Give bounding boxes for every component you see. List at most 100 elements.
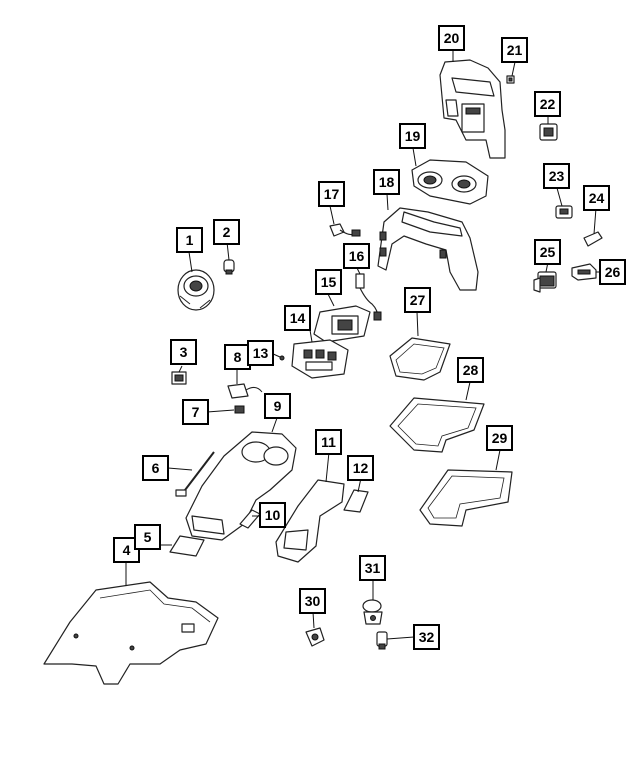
callout-16: 16 — [343, 243, 370, 269]
callout-number: 13 — [253, 345, 269, 361]
callout-number: 25 — [540, 244, 556, 260]
callout-box — [543, 163, 570, 189]
callout-20: 20 — [438, 25, 465, 51]
callout-number: 17 — [324, 186, 340, 202]
callout-10: 10 — [259, 502, 286, 528]
callout-number: 29 — [492, 430, 508, 446]
callout-number: 30 — [305, 593, 321, 609]
part-11-armrest — [275, 479, 345, 563]
callout-22: 22 — [534, 91, 561, 117]
callout-box — [315, 429, 342, 455]
callout-box — [373, 169, 400, 195]
callout-number: 24 — [589, 190, 605, 206]
callout-number: 22 — [540, 96, 556, 112]
callout-32: 32 — [413, 624, 440, 650]
part-28-mat — [389, 397, 485, 453]
part-21-clip — [506, 75, 515, 84]
callout-24: 24 — [583, 185, 610, 211]
callout-number: 15 — [321, 274, 337, 290]
callout-box — [182, 399, 209, 425]
callout-number: 2 — [223, 224, 231, 240]
callout-26: 26 — [599, 259, 626, 285]
callout-box — [583, 185, 610, 211]
callout-box — [264, 393, 291, 419]
callout-number: 6 — [152, 460, 160, 476]
callout-number: 16 — [349, 248, 365, 264]
callout-1: 1 — [176, 227, 203, 253]
callout-8: 8 — [224, 344, 251, 370]
part-5-pad — [169, 535, 205, 557]
callout-number: 31 — [365, 560, 381, 576]
callout-11: 11 — [315, 429, 342, 455]
callout-number: 7 — [192, 404, 200, 420]
part-32-plug — [376, 631, 388, 650]
callout-21: 21 — [501, 37, 528, 63]
callout-27: 27 — [404, 287, 431, 313]
callout-box — [176, 227, 203, 253]
part-23-connector — [555, 205, 573, 219]
part-2-bulb — [223, 259, 235, 275]
part-1-cup-insert — [177, 269, 215, 311]
callout-29: 29 — [486, 425, 513, 451]
callout-box — [534, 239, 561, 265]
callout-box — [399, 123, 426, 149]
part-24-plug — [583, 231, 603, 247]
callout-number: 19 — [405, 128, 421, 144]
callout-box — [343, 243, 370, 269]
callout-number: 9 — [274, 398, 282, 414]
part-4-carpet — [43, 581, 219, 685]
callout-box — [299, 588, 326, 614]
callout-box — [347, 455, 374, 481]
callout-box — [170, 339, 197, 365]
callout-box — [134, 524, 161, 550]
callout-number: 5 — [144, 529, 152, 545]
callout-box — [486, 425, 513, 451]
callout-box — [413, 624, 440, 650]
part-25-switch — [533, 271, 557, 293]
callout-number: 11 — [321, 434, 336, 450]
leader-lines — [125, 50, 601, 640]
part-8-connector — [227, 383, 263, 399]
callout-number: 27 — [410, 292, 426, 308]
callout-2: 2 — [213, 219, 240, 245]
callout-box — [284, 305, 311, 331]
part-22-switch — [539, 123, 558, 141]
callout-18: 18 — [373, 169, 400, 195]
callout-box — [142, 455, 169, 481]
callout-box — [457, 357, 484, 383]
part-19-bezel — [411, 159, 489, 205]
callout-number: 18 — [379, 174, 395, 190]
part-18-housing — [377, 207, 479, 291]
callout-12: 12 — [347, 455, 374, 481]
callout-3: 3 — [170, 339, 197, 365]
part-7-clip — [234, 405, 245, 414]
callout-number: 4 — [123, 542, 131, 558]
callout-box — [404, 287, 431, 313]
callout-30: 30 — [299, 588, 326, 614]
part-6-strap — [175, 451, 215, 497]
callout-number: 28 — [463, 362, 479, 378]
part-9-console-body — [185, 431, 297, 541]
callout-9: 9 — [264, 393, 291, 419]
callout-25: 25 — [534, 239, 561, 265]
part-16-wire — [355, 273, 382, 321]
callout-box — [534, 91, 561, 117]
callout-number: 10 — [265, 507, 281, 523]
callout-number: 26 — [605, 264, 621, 280]
callout-box — [213, 219, 240, 245]
callout-14: 14 — [284, 305, 311, 331]
callout-number: 1 — [186, 232, 194, 248]
callout-number: 12 — [353, 460, 369, 476]
callout-28: 28 — [457, 357, 484, 383]
callout-box — [359, 555, 386, 581]
callout-box — [438, 25, 465, 51]
part-17-harness — [329, 223, 361, 237]
callout-number: 8 — [234, 349, 242, 365]
callout-number: 20 — [444, 30, 460, 46]
part-31-fastener — [362, 599, 383, 625]
callout-5: 5 — [134, 524, 161, 550]
part-29-mat — [419, 469, 513, 527]
callout-number: 32 — [419, 629, 435, 645]
